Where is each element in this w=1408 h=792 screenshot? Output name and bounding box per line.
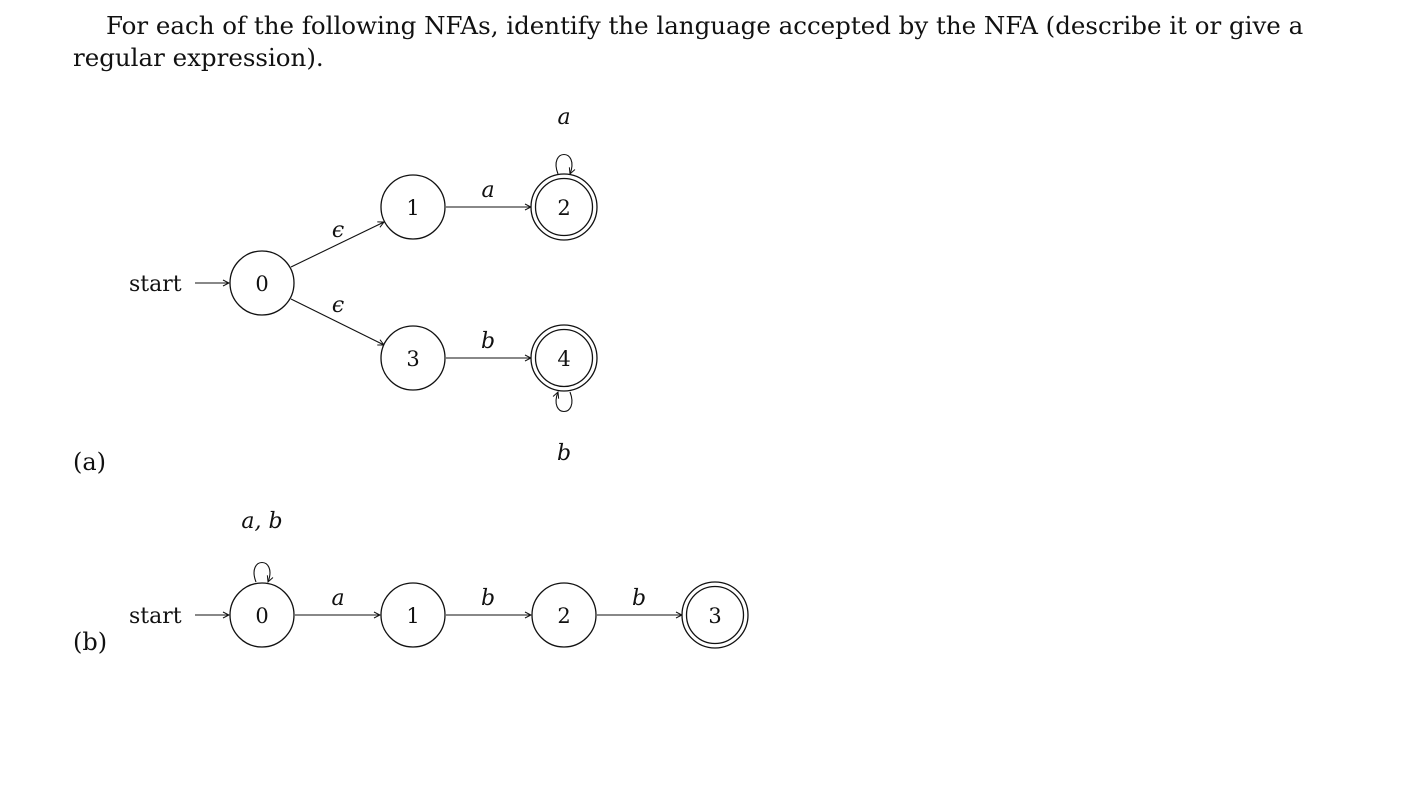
transition-0-1-label: ϵ [332,218,344,243]
problem-statement: For each of the following NFAs, identify… [73,11,1304,72]
state-label: 3 [406,347,419,371]
state-label: 2 [557,196,570,220]
state-a-3: 3 [380,325,446,391]
self-loop-0-b-label: a, b [241,509,282,534]
transition-0-3 [290,298,384,345]
start-label-a: start [129,272,182,297]
state-label: 0 [255,604,268,628]
state-b-0: 0 [229,582,295,648]
state-label: 0 [255,272,268,296]
transition-3-4-label: b [481,329,495,354]
transition-b-2-3-label: b [632,586,646,611]
state-b-2: 2 [531,582,597,648]
self-loop-2 [555,153,572,175]
state-b-3-accepting: 3 [681,581,749,649]
transition-1-2-label: a [481,178,494,203]
state-a-4-accepting: 4 [530,324,598,392]
state-a-0: 0 [229,250,295,316]
transition-b-1-2-label: b [481,586,495,611]
start-label-b: start [129,604,182,629]
self-loop-4-label: b [557,441,571,466]
nfa-a: (a) start ϵ ϵ a a b b 0 1 2 [73,105,598,476]
part-label-b: (b) [73,628,107,656]
self-loop-2-label: a [557,105,570,130]
state-label: 3 [708,604,721,628]
part-label-a: (a) [73,448,106,476]
transition-0-1 [290,222,384,268]
state-a-2-accepting: 2 [530,173,598,241]
transition-b-0-1-label: a [331,586,344,611]
state-a-1: 1 [380,174,446,240]
transition-0-3-label: ϵ [332,293,344,318]
nfa-b: (b) start a, b a b b 0 1 2 3 [73,509,749,656]
state-label: 2 [557,604,570,628]
state-b-1: 1 [380,582,446,648]
self-loop-4 [556,392,573,413]
self-loop-0-b [253,561,270,583]
state-label: 1 [406,196,419,220]
state-label: 4 [557,347,570,371]
state-label: 1 [406,604,419,628]
